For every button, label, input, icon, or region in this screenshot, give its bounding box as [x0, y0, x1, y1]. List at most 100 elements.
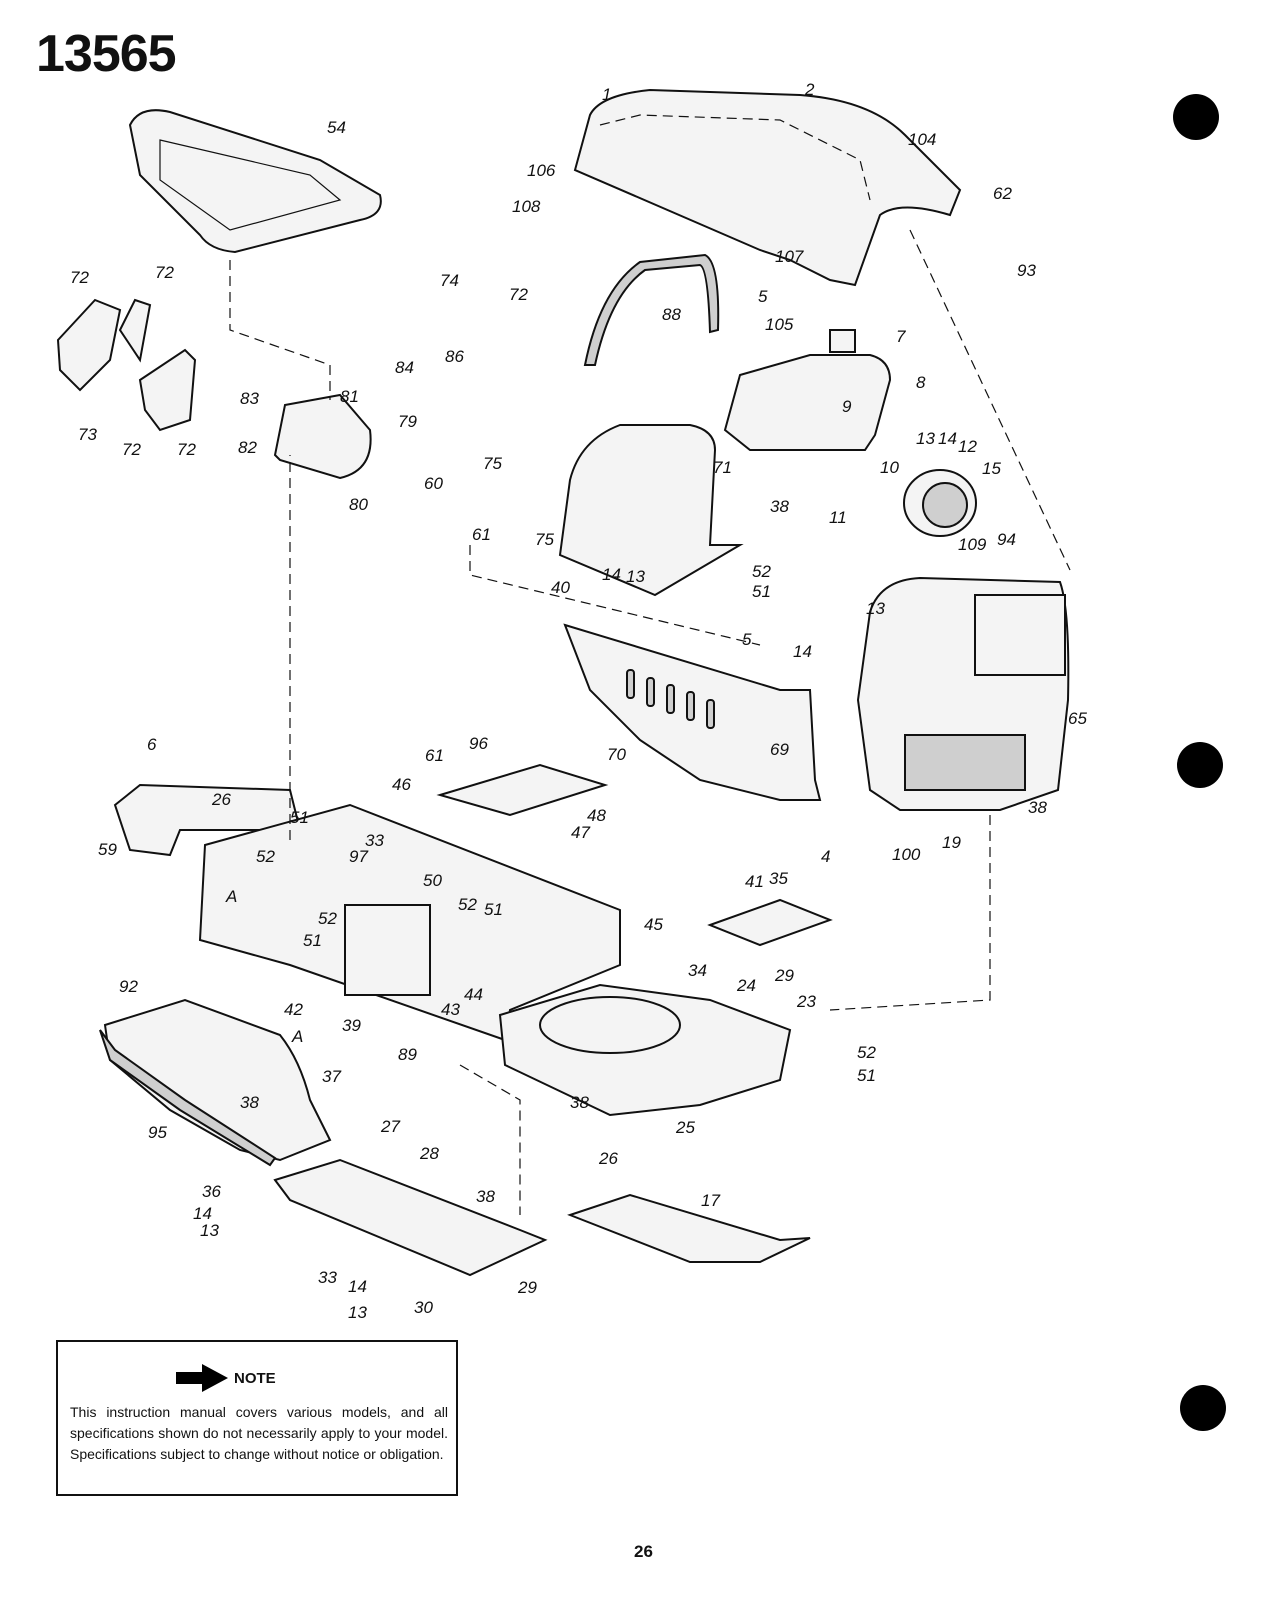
callout: 96: [469, 734, 488, 753]
callout: 25: [675, 1118, 695, 1137]
callout: 19: [942, 833, 961, 852]
seat: [128, 109, 382, 254]
callout: 14: [793, 642, 812, 661]
callout: 37: [322, 1067, 341, 1086]
callout: 100: [892, 845, 921, 864]
callout: 17: [701, 1191, 720, 1210]
callout: 51: [857, 1066, 876, 1085]
callout: 69: [770, 740, 789, 759]
binding-hole-mark-bottom: [1180, 1385, 1226, 1431]
callout: 65: [1068, 709, 1087, 728]
callout: 26: [598, 1149, 618, 1168]
callout: 13: [626, 567, 645, 586]
callout: 39: [342, 1016, 361, 1035]
callout: 60: [424, 474, 443, 493]
headlight: [903, 469, 977, 537]
note-label: NOTE: [234, 1369, 276, 1387]
callout: 28: [419, 1144, 439, 1163]
callout: 13: [866, 599, 885, 618]
callout: 104: [908, 130, 936, 149]
step-plate: [707, 898, 833, 947]
callout: 34: [688, 961, 707, 980]
callout: 75: [483, 454, 502, 473]
callout: 14: [602, 565, 621, 584]
callout: 50: [423, 871, 442, 890]
callout: 14: [938, 429, 957, 448]
callout: 5: [742, 630, 752, 649]
callout: 43: [441, 1000, 460, 1019]
callout: 47: [571, 823, 590, 842]
callout: 52: [458, 895, 477, 914]
callout: 74: [440, 271, 459, 290]
fuel-tank: [723, 329, 892, 451]
callout: 35: [769, 869, 788, 888]
callout: 95: [148, 1123, 167, 1142]
frame: [198, 803, 792, 1117]
callout: 40: [551, 578, 570, 597]
callout: 72: [155, 263, 174, 282]
callout: 24: [736, 976, 756, 995]
callout: 1: [602, 85, 611, 104]
callout: 2: [804, 80, 815, 99]
callout: 33: [318, 1268, 337, 1287]
control-bracket: [56, 298, 197, 432]
callout: 83: [240, 389, 259, 408]
callout: A: [225, 887, 237, 906]
callout: 79: [398, 412, 417, 431]
windshield-rail: [583, 253, 720, 366]
callout: 41: [745, 872, 764, 891]
foot-mat: [567, 1193, 811, 1263]
callout: 88: [662, 305, 681, 324]
page-number: 26: [634, 1542, 653, 1561]
support-plate: [436, 763, 609, 817]
callout: 109: [958, 535, 987, 554]
callout: 13: [348, 1303, 367, 1322]
callout: 62: [993, 184, 1012, 203]
callout: 33: [365, 831, 384, 850]
callout: A: [291, 1027, 303, 1046]
callout: 42: [284, 1000, 303, 1019]
vent-slots: [626, 669, 715, 729]
callout: 80: [349, 495, 368, 514]
callout: 59: [98, 840, 117, 859]
rear-bracket: [113, 783, 302, 857]
callout: 51: [303, 931, 322, 950]
callout: 89: [398, 1045, 417, 1064]
callout: 13: [916, 429, 935, 448]
callout-labels: 1 2 104 106 108 62 93 107 5 105 54 72 72…: [70, 80, 1087, 1322]
callout: 10: [880, 458, 899, 477]
callout: 86: [445, 347, 464, 366]
callout: 13: [200, 1221, 219, 1240]
callout: 6: [147, 735, 157, 754]
callout: 93: [1017, 261, 1036, 280]
callout: 72: [122, 440, 141, 459]
callout: 9: [842, 397, 852, 416]
callout: 84: [395, 358, 414, 377]
hood: [573, 88, 962, 287]
note-box: NOTE This instruction manual covers vari…: [56, 1340, 458, 1496]
dash-panel: [558, 424, 744, 597]
note-text: This instruction manual covers various m…: [70, 1404, 448, 1462]
callout: 52: [752, 562, 771, 581]
callout: 44: [464, 985, 483, 1004]
callout: 29: [517, 1278, 537, 1297]
callout: 61: [472, 525, 491, 544]
callout: 73: [78, 425, 97, 444]
callout: 92: [119, 977, 138, 996]
binding-hole-mark-middle: [1177, 742, 1223, 788]
callout: 36: [202, 1182, 221, 1201]
callout: 51: [752, 582, 771, 601]
callout: 51: [290, 808, 309, 827]
callout: 72: [177, 440, 196, 459]
callout: 54: [327, 118, 346, 137]
note-header: NOTE: [176, 1364, 276, 1392]
callout: 5: [758, 287, 768, 306]
callout: 38: [1028, 798, 1047, 817]
model-number: 13565: [36, 25, 177, 83]
callout: 108: [512, 197, 541, 216]
callout: 38: [476, 1187, 495, 1206]
callout: 48: [587, 806, 606, 825]
footrest: [273, 1158, 548, 1277]
callout: 4: [821, 847, 830, 866]
